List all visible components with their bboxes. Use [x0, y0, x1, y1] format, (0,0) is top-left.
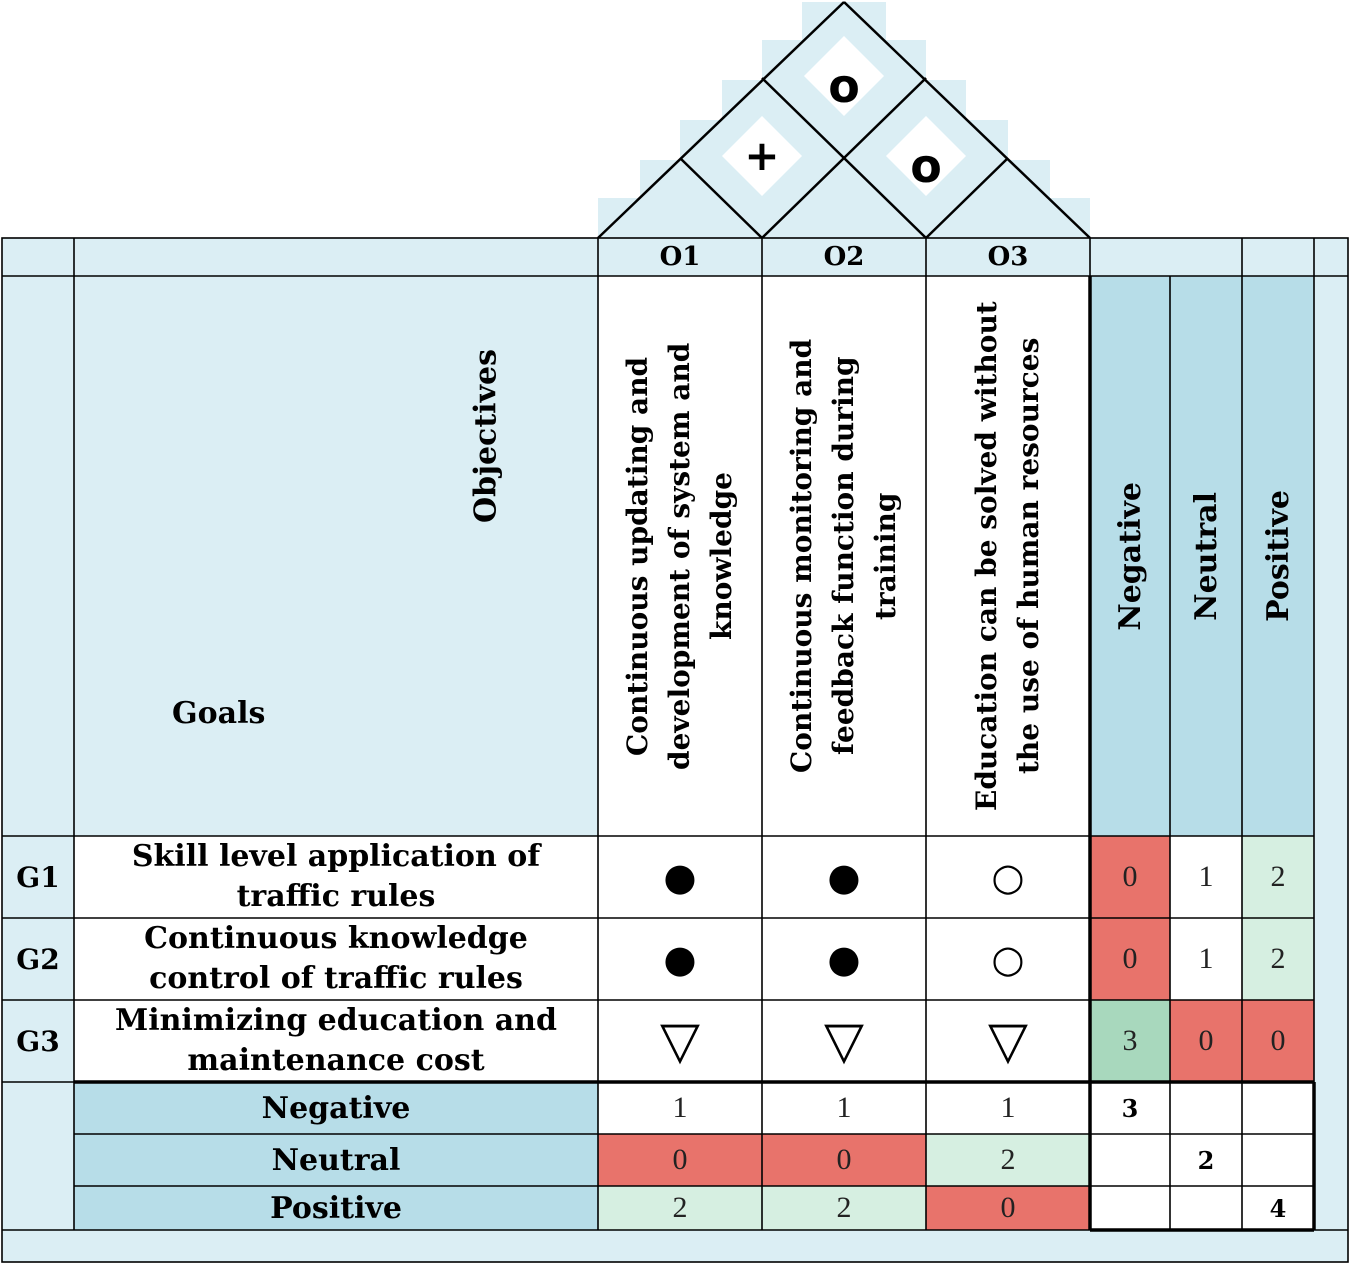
total-negative: 3: [1121, 1093, 1139, 1123]
relationship-g3-o2: ▽: [762, 1000, 926, 1082]
bottom-neutral-o2: 0: [762, 1134, 926, 1186]
relationship-g1-o1: ●: [598, 836, 762, 918]
objective-name-o2-cell: Continuous monitoring and feedback funct…: [762, 276, 926, 836]
goal-code-g1: G1: [2, 836, 74, 918]
bottom-neutral-o1: 0: [598, 1134, 762, 1186]
bottom-label-negative: Negative: [74, 1082, 598, 1134]
goal-name-g2: Continuous knowledge control of traffic …: [74, 918, 598, 1000]
goal-name-g3: Minimizing education and maintenance cos…: [74, 1000, 598, 1082]
roof-symbol-o1-o2: +: [744, 131, 779, 180]
total-neutral: 2: [1197, 1145, 1215, 1175]
objective-code-o1: O1: [598, 238, 762, 276]
bottom-neutral-o3: 2: [926, 1134, 1090, 1186]
bottom-label-neutral: Neutral: [74, 1134, 598, 1186]
bottom-label-positive: Positive: [74, 1186, 598, 1230]
count-g2-negative: 0: [1090, 918, 1170, 1000]
bottom-positive-o3: 0: [926, 1186, 1090, 1230]
objective-name-o1: Continuous updating and development of s…: [621, 342, 738, 770]
side-header-positive-cell: Positive: [1242, 276, 1314, 836]
goal-name-g1: Skill level application of traffic rules: [74, 836, 598, 918]
relationship-g3-o3: ▽: [926, 1000, 1090, 1082]
count-g2-neutral: 1: [1170, 918, 1242, 1000]
goal-code-g3: G3: [2, 1000, 74, 1082]
objective-code-o3: O3: [926, 238, 1090, 276]
count-g3-negative: 3: [1090, 1000, 1170, 1082]
bottom-negative-o2: 1: [762, 1082, 926, 1134]
side-header-neutral: Neutral: [1188, 491, 1224, 621]
objective-name-o3: Education can be solved without the use …: [970, 301, 1045, 811]
objective-name-o1-cell: Continuous updating and development of s…: [598, 276, 762, 836]
count-g1-positive: 2: [1242, 836, 1314, 918]
count-g3-positive: 0: [1242, 1000, 1314, 1082]
objectives-label: Objectives: [468, 349, 504, 523]
corner-cell: [2, 238, 74, 276]
correlation-roof: + o o: [597, 1, 1091, 239]
roof-symbol-o2-o3: o: [910, 139, 942, 193]
relationship-g2-o1: ●: [598, 918, 762, 1000]
count-g1-neutral: 1: [1170, 836, 1242, 918]
count-g3-neutral: 0: [1170, 1000, 1242, 1082]
side-header-negative-cell: Negative: [1090, 276, 1170, 836]
side-header-neutral-cell: Neutral: [1170, 276, 1242, 836]
goals-objectives-corner: Objectives Goals: [74, 276, 598, 836]
relationship-g1-o3: ○: [926, 836, 1090, 918]
header-spacer: [74, 238, 598, 276]
total-positive: 4: [1269, 1193, 1287, 1223]
bottom-positive-o2: 2: [762, 1186, 926, 1230]
relationship-g3-o1: ▽: [598, 1000, 762, 1082]
bottom-positive-o1: 2: [598, 1186, 762, 1230]
relationship-g1-o2: ●: [762, 836, 926, 918]
goal-code-g2: G2: [2, 918, 74, 1000]
objective-name-o3-cell: Education can be solved without the use …: [926, 276, 1090, 836]
side-header-positive: Positive: [1260, 490, 1296, 622]
relationship-g2-o2: ●: [762, 918, 926, 1000]
bottom-negative-o3: 1: [926, 1082, 1090, 1134]
side-header-negative: Negative: [1112, 481, 1148, 631]
objective-code-o2: O2: [762, 238, 926, 276]
relationship-g2-o3: ○: [926, 918, 1090, 1000]
objective-name-o2: Continuous monitoring and feedback funct…: [785, 338, 902, 774]
goals-label: Goals: [172, 696, 266, 731]
bottom-negative-o1: 1: [598, 1082, 762, 1134]
roof-symbol-o1-o3: o: [828, 59, 860, 113]
count-g1-negative: 0: [1090, 836, 1170, 918]
count-g2-positive: 2: [1242, 918, 1314, 1000]
